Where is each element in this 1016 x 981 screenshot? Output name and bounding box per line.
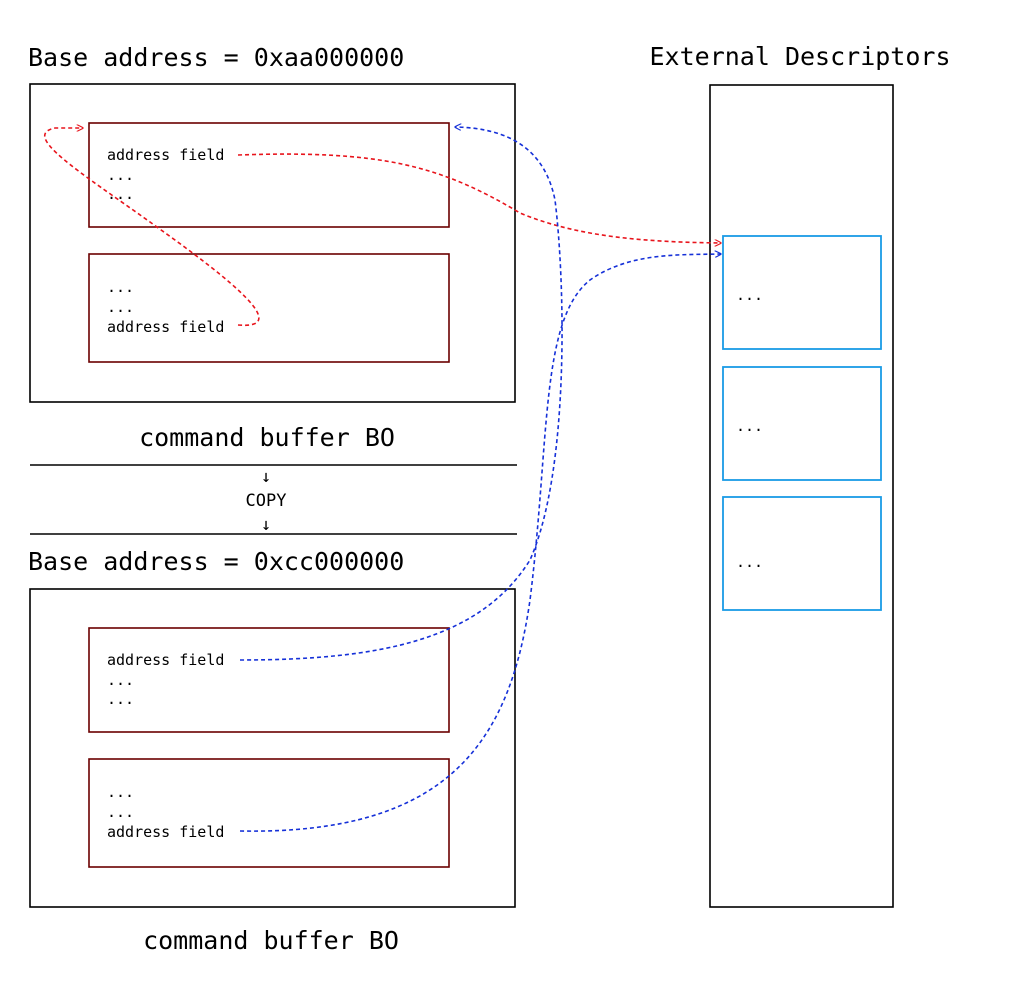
copy-arrow-bottom: ↓ [261,515,271,535]
descriptor-item-3-label: ... [736,553,763,571]
copy-label: COPY [246,491,287,511]
bottom-entry-1-line-3: ... [107,690,134,708]
bottom-command-buffer-box [29,588,516,908]
red-link-loop-to-entry [43,128,260,326]
bottom-command-entry-1 [88,627,450,733]
descriptor-item-3 [722,496,882,611]
top-entry-2-line-2: ... [107,298,134,316]
top-command-buffer-box [29,83,516,403]
descriptors-box [709,84,894,908]
copy-arrow-top: ↓ [261,467,271,487]
descriptors-title: External Descriptors [649,42,950,71]
red-link-to-descriptor [237,153,721,243]
bottom-command-entry-2 [88,758,450,868]
top-buffer-caption: command buffer BO [139,423,395,452]
top-entry-2-line-3: address field [107,318,224,336]
bottom-entry-1-line-2: ... [107,671,134,689]
descriptor-item-1-label: ... [736,286,763,304]
blue-link-to-descriptor [239,254,721,832]
descriptor-item-1 [722,235,882,350]
bottom-base-address-label: Base address = 0xcc000000 [28,547,404,576]
bottom-buffer-caption: command buffer BO [143,926,399,955]
top-base-address-label: Base address = 0xaa000000 [28,43,404,72]
top-entry-1-line-2: ... [107,166,134,184]
blue-link-to-top-entry [239,127,563,661]
descriptor-item-2-label: ... [736,417,763,435]
bottom-entry-2-line-2: ... [107,803,134,821]
top-command-entry-1 [88,122,450,228]
descriptor-item-2 [722,366,882,481]
top-entry-1-line-3: ... [107,185,134,203]
top-entry-1-line-1: address field [107,146,224,164]
bottom-entry-2-line-3: address field [107,823,224,841]
top-command-entry-2 [88,253,450,363]
bottom-entry-2-line-1: ... [107,783,134,801]
bottom-entry-1-line-1: address field [107,651,224,669]
top-entry-2-line-1: ... [107,278,134,296]
